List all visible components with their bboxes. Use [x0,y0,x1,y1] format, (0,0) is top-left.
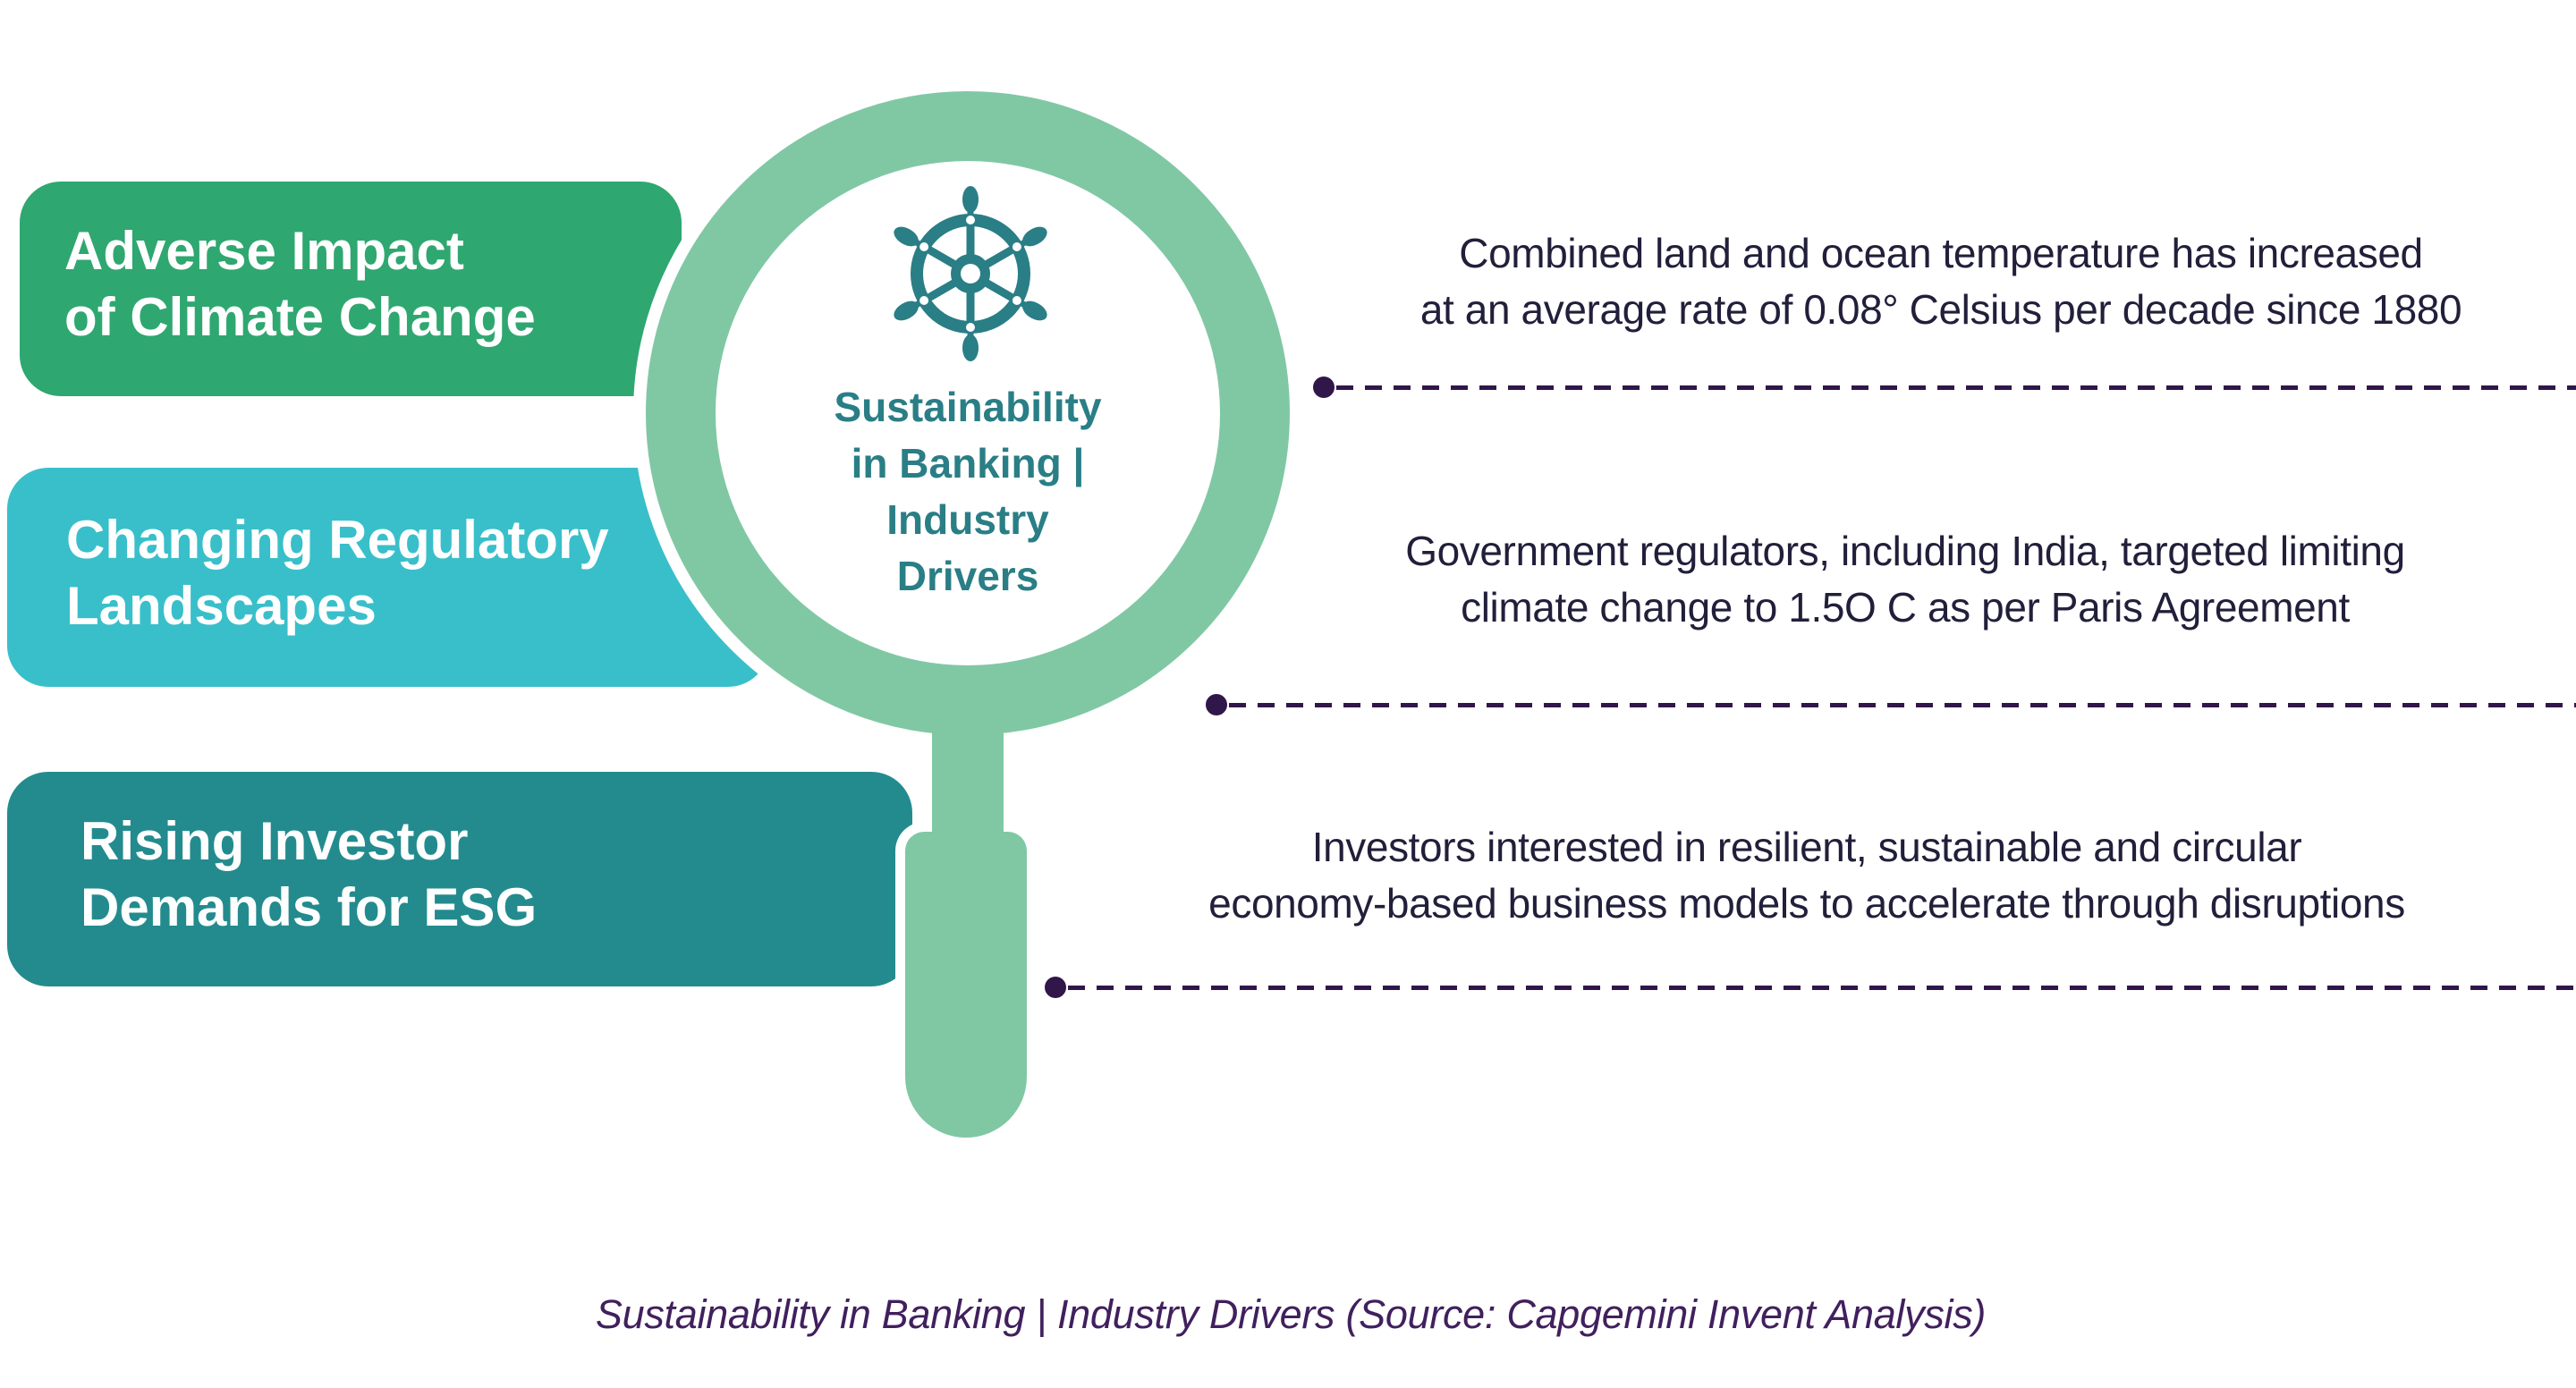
driver-text-line: economy-based business models to acceler… [1208,880,2405,927]
ship-wheel-icon [894,186,1047,361]
pill-label-line: Changing Regulatory [66,509,609,570]
pill-label-line: Adverse Impact [64,221,464,281]
magnifier-title-line: Industry [886,496,1049,543]
driver-text-investors: Investors interested in resilient, susta… [1208,819,2405,932]
magnifier-title-line: in Banking | [851,440,1085,487]
pill-rising-investor: Rising Investor Demands for ESG [7,772,912,986]
driver-text-regulators: Government regulators, including India, … [1405,523,2405,636]
driver-text-line: climate change to 1.5O C as per Paris Ag… [1461,584,2350,631]
driver-text-line: Investors interested in resilient, susta… [1311,824,2302,870]
connector-dash-line [1336,385,2576,390]
driver-text-line: at an average rate of 0.08° Celsius per … [1419,286,2462,333]
connector-1 [1313,377,2576,398]
figure-caption: Sustainability in Banking | Industry Dri… [595,1291,1987,1337]
driver-text-line: Combined land and ocean temperature has … [1459,230,2423,276]
pill-label-line: Landscapes [66,575,377,636]
pill-label-line: Rising Investor [80,811,469,871]
magnifier-title: Sustainability in Banking | Industry Dri… [699,379,1236,605]
connector-dot-icon [1045,977,1066,998]
connector-dash-line [1068,986,2576,990]
magnifier-title-line: Sustainability [834,384,1102,430]
connector-2 [1206,694,2576,715]
connector-3 [1045,977,2576,998]
pill-label-line: of Climate Change [64,287,536,347]
magnifier-handle-grip [905,832,1027,1138]
pill-adverse-impact: Adverse Impact of Climate Change [20,182,682,396]
connector-dot-icon [1206,694,1227,715]
magnifier-title-line: Drivers [896,553,1039,599]
connector-dot-icon [1313,377,1335,398]
connector-dash-line [1229,703,2576,707]
driver-text-line: Government regulators, including India, … [1405,528,2405,574]
pill-label-line: Demands for ESG [80,877,538,937]
magnifier-handle-neck [932,702,1004,850]
driver-text-climate: Combined land and ocean temperature has … [1420,225,2462,338]
pill-changing-regulatory: Changing Regulatory Landscapes [7,468,769,687]
